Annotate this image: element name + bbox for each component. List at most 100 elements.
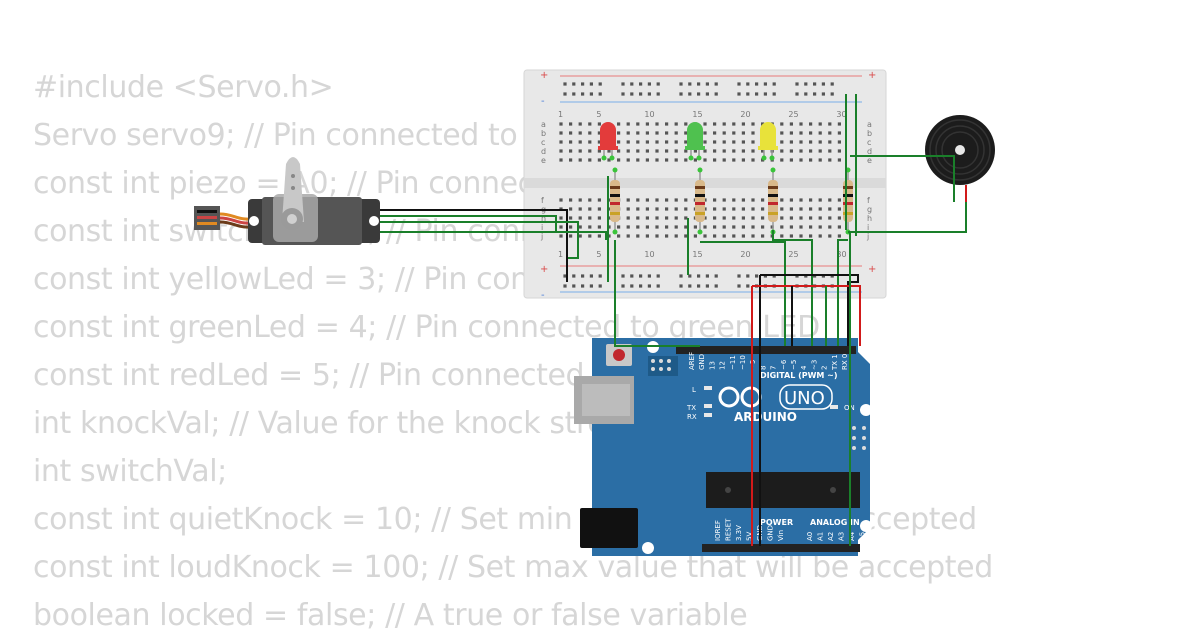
arduino-model: UNO xyxy=(784,388,825,409)
column-label: 30 xyxy=(836,110,846,119)
digital-pin-label: 12 xyxy=(719,361,727,370)
row-label: d xyxy=(541,147,546,156)
row-label: c xyxy=(541,138,545,147)
power-label: POWER xyxy=(760,518,793,527)
power-pin-label: 5V xyxy=(746,532,754,541)
digital-pin-label: 13 xyxy=(708,361,716,370)
column-label: 5 xyxy=(596,250,601,259)
column-label: 10 xyxy=(644,110,654,119)
row-label: d xyxy=(867,147,872,156)
resistor[interactable] xyxy=(695,167,705,235)
arduino-uno-board[interactable]: ARDUINO UNO DIGITAL (PWM ~) POWER ANALOG… xyxy=(574,338,872,556)
resistor[interactable] xyxy=(610,167,620,235)
analog-pin-label: A3 xyxy=(838,532,846,541)
code-line: #include <Servo.h> xyxy=(33,70,334,105)
power-header[interactable] xyxy=(702,544,798,552)
row-label: g xyxy=(867,205,872,214)
column-label: 10 xyxy=(644,250,654,259)
row-label: j xyxy=(540,232,543,241)
row-label: b xyxy=(541,129,546,138)
column-label: 30 xyxy=(836,250,846,259)
row-label: i xyxy=(541,223,543,232)
code-line: boolean locked = false; // A true or fal… xyxy=(33,598,748,633)
digital-pin-label: 8 xyxy=(759,366,767,370)
column-label: 5 xyxy=(596,110,601,119)
column-label: 15 xyxy=(692,250,702,259)
digital-pin-label: 4 xyxy=(800,365,808,370)
breadboard-holes xyxy=(559,82,841,288)
digital-pin-label: TX 1 xyxy=(831,354,839,371)
digital-pin-label: ~9 xyxy=(749,360,757,370)
digital-pin-label: 7 xyxy=(770,366,778,370)
l-label: L xyxy=(692,386,696,394)
arduino-brand: ARDUINO xyxy=(734,410,797,424)
rail-minus-label: - xyxy=(541,290,545,301)
digital-pin-label: RX 0 xyxy=(841,354,849,370)
row-label: f xyxy=(541,196,544,205)
power-pin-label: GND xyxy=(767,525,775,541)
digital-pin-label: ~5 xyxy=(790,360,798,370)
code-line: int switchVal; xyxy=(33,454,227,489)
power-pin-label: Vin xyxy=(777,530,785,541)
column-label: 1 xyxy=(558,250,563,259)
led[interactable] xyxy=(758,122,778,161)
row-label: e xyxy=(867,156,872,165)
power-pin-label: 3.3V xyxy=(735,525,743,541)
resistor[interactable] xyxy=(768,167,778,235)
rx-label: RX xyxy=(687,413,697,421)
digital-pin-label: 2 xyxy=(821,366,829,370)
row-label: e xyxy=(541,156,546,165)
digital-pin-label: ~10 xyxy=(739,355,747,370)
analog-pin-label: A0 xyxy=(806,532,814,541)
analog-label: ANALOG IN xyxy=(810,518,860,527)
analog-pin-label: A1 xyxy=(817,532,825,541)
power-pin-label: RESET xyxy=(725,518,733,541)
analog-pin-label: A2 xyxy=(827,532,835,541)
led[interactable] xyxy=(598,122,618,161)
analog-pin-label: A5 xyxy=(859,532,867,541)
led-group xyxy=(598,122,778,161)
digital-header[interactable] xyxy=(676,346,856,354)
digital-pin-label: ~3 xyxy=(810,360,818,370)
analog-header[interactable] xyxy=(796,544,860,552)
column-label: 25 xyxy=(788,250,798,259)
power-pin-label: IOREF xyxy=(714,520,722,541)
column-label: 25 xyxy=(788,110,798,119)
piezo-buzzer[interactable] xyxy=(925,115,995,202)
power-jack xyxy=(580,508,638,548)
wires xyxy=(380,94,967,546)
rail-minus-label: - xyxy=(541,96,545,107)
digital-pin-label: GND xyxy=(698,354,706,370)
row-label: i xyxy=(867,223,869,232)
resistor-group xyxy=(610,167,853,235)
column-label: 1 xyxy=(558,110,563,119)
row-label: b xyxy=(867,129,872,138)
digital-label: DIGITAL (PWM ~) xyxy=(760,371,838,380)
tx-label: TX xyxy=(686,404,696,412)
digital-pin-label: AREF xyxy=(688,352,696,370)
row-label: f xyxy=(867,196,870,205)
column-label: 15 xyxy=(692,110,702,119)
rail-plus-label: + xyxy=(540,264,548,275)
row-label: h xyxy=(867,214,872,223)
row-label: a xyxy=(541,120,546,129)
code-line: int knockVal; // Value for the knock str… xyxy=(33,406,673,441)
rail-plus-label: + xyxy=(540,70,548,81)
column-label: 20 xyxy=(740,110,750,119)
rail-plus-label: + xyxy=(868,264,876,275)
row-label: j xyxy=(866,232,869,241)
servo-motor[interactable] xyxy=(194,157,380,245)
row-label: a xyxy=(867,120,872,129)
row-label: h xyxy=(541,214,546,223)
rail-plus-label: + xyxy=(868,70,876,81)
led[interactable] xyxy=(685,122,705,161)
column-label: 20 xyxy=(740,250,750,259)
digital-pin-label: ~6 xyxy=(780,359,788,370)
row-label: c xyxy=(867,138,871,147)
code-line: const int loudKnock = 100; // Set max va… xyxy=(33,550,993,585)
analog-pin-label: A4 xyxy=(848,531,856,541)
